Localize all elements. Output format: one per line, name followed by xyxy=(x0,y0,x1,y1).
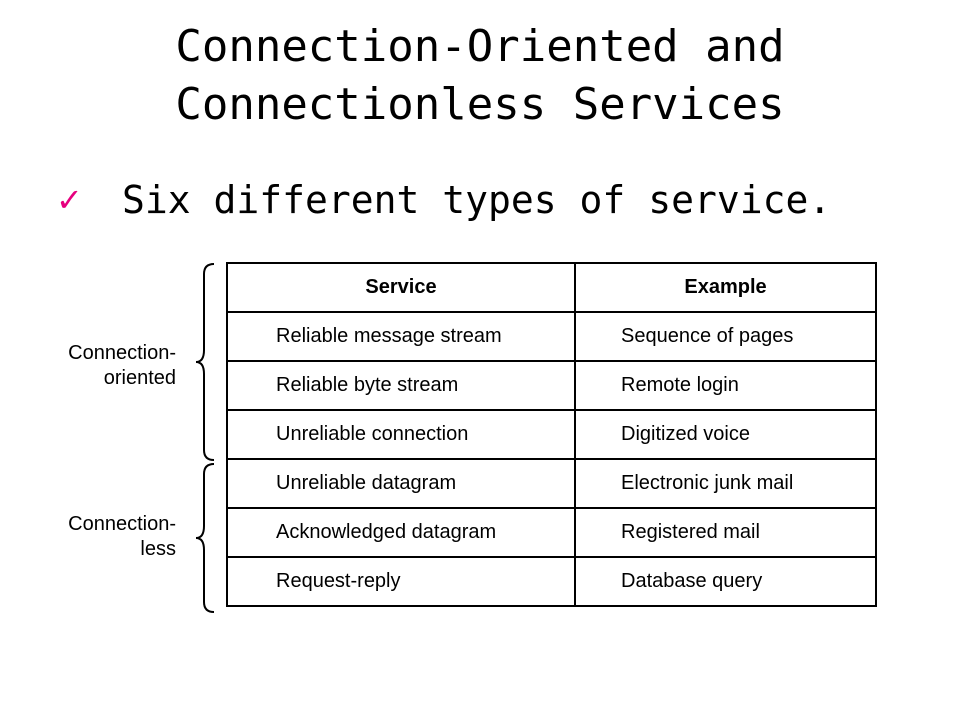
group-label-line-1: Connection- xyxy=(68,342,176,364)
group-label-line-2: less xyxy=(140,538,176,560)
table-row: Unreliable connection Digitized voice xyxy=(226,409,877,460)
group-label-line-2: oriented xyxy=(103,367,176,389)
title-line-1: Connection-Oriented and xyxy=(175,21,785,72)
example-cell: Electronic junk mail xyxy=(574,458,877,509)
group-label-connection-oriented: Connection- oriented xyxy=(68,341,176,391)
service-table: Service Example Reliable message stream … xyxy=(226,262,877,607)
example-cell: Remote login xyxy=(574,360,877,411)
example-cell: Database query xyxy=(574,556,877,607)
service-cell: Reliable message stream xyxy=(226,311,576,362)
table-row: Reliable byte stream Remote login xyxy=(226,360,877,411)
brace-connection-oriented xyxy=(195,263,215,461)
group-label-connectionless: Connection- less xyxy=(68,512,176,562)
service-cell: Request-reply xyxy=(226,556,576,607)
table-row: Reliable message stream Sequence of page… xyxy=(226,311,877,362)
service-cell: Unreliable datagram xyxy=(226,458,576,509)
example-cell: Digitized voice xyxy=(574,409,877,460)
service-cell: Acknowledged datagram xyxy=(226,507,576,558)
header-example: Example xyxy=(574,262,877,313)
service-cell: Unreliable connection xyxy=(226,409,576,460)
table-row: Request-reply Database query xyxy=(226,556,877,607)
service-cell: Reliable byte stream xyxy=(226,360,576,411)
table-header-row: Service Example xyxy=(226,262,877,313)
group-label-line-1: Connection- xyxy=(68,513,176,535)
slide-title: Connection-Oriented and Connectionless S… xyxy=(0,18,960,134)
bullet-text: Six different types of service. xyxy=(122,178,832,222)
table-row: Acknowledged datagram Registered mail xyxy=(226,507,877,558)
title-line-2: Connectionless Services xyxy=(175,79,785,130)
brace-connectionless xyxy=(195,463,215,613)
checkmark-icon: ✓ xyxy=(56,181,83,219)
bullet-item: ✓ Six different types of service. xyxy=(56,168,831,232)
table-row: Unreliable datagram Electronic junk mail xyxy=(226,458,877,509)
header-service: Service xyxy=(226,262,576,313)
example-cell: Registered mail xyxy=(574,507,877,558)
example-cell: Sequence of pages xyxy=(574,311,877,362)
